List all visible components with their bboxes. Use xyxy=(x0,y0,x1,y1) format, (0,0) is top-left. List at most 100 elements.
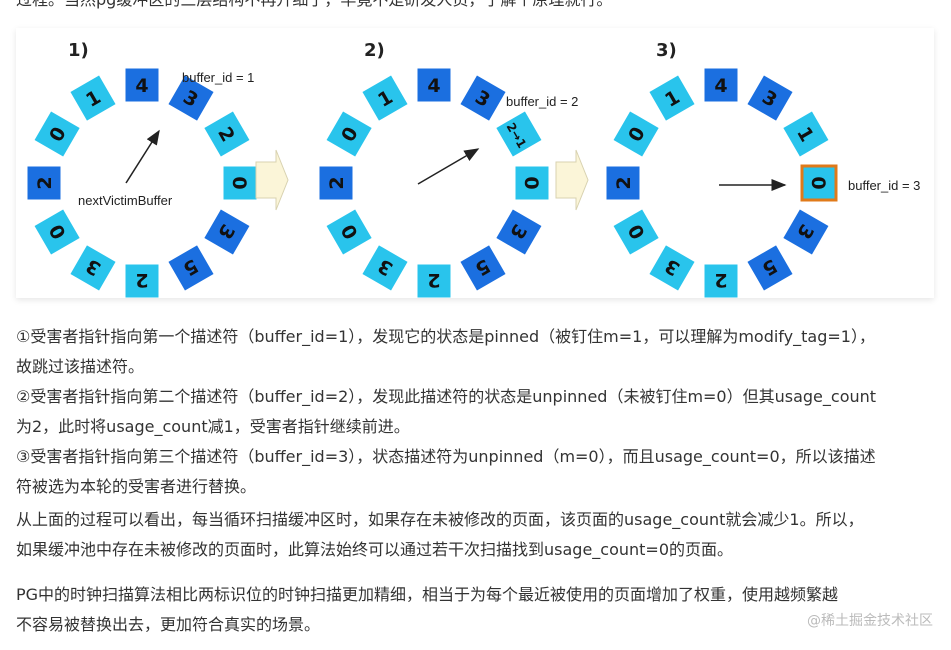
descriptor-box xyxy=(167,243,215,292)
descriptor-box xyxy=(69,243,117,292)
descriptor-box xyxy=(33,208,82,256)
usage-count-label: 4 xyxy=(714,75,727,97)
conclusion-line-2: 不容易被替换出去，更加符合真实的场景。 xyxy=(16,615,321,634)
step-1-line-2: 故跳过该描述符。 xyxy=(16,357,145,376)
intro-cut-text: 过程。当然pg缓冲区的三层结构不再升细了，毕竟不是研发人员，了解个原理就行。 xyxy=(16,0,946,9)
buffer-descriptor: 5 xyxy=(459,243,507,292)
buffer-descriptor: 0 xyxy=(800,164,838,202)
descriptor-box xyxy=(781,208,830,256)
usage-count-label: 0 xyxy=(807,176,829,189)
buffer-descriptor: 1 xyxy=(361,74,409,123)
buffer-label-2: buffer_id = 2 xyxy=(506,94,578,109)
victim-pointer-arrow-2 xyxy=(417,148,480,185)
summary-paragraph: 从上面的过程可以看出，每当循环扫描缓冲区时，如果存在未被修改的页面，该页面的us… xyxy=(16,505,934,565)
buffer-descriptor: 2 xyxy=(703,263,739,298)
descriptor-box xyxy=(703,67,739,103)
buffer-descriptor: 4 xyxy=(703,67,739,103)
summary-line-2: 如果缓冲池中存在未被修改的页面时，此算法始终可以通过若干次扫描找到usage_c… xyxy=(16,540,734,559)
descriptor-box xyxy=(703,263,739,298)
usage-count-label: 2 xyxy=(34,176,56,189)
next-victim-buffer-label: nextVictimBuffer xyxy=(78,193,173,208)
descriptor-box xyxy=(800,164,838,202)
usage-count-label: 2 xyxy=(427,269,440,291)
panel-label-1: 1) xyxy=(68,40,89,61)
buffer-descriptor: 3 xyxy=(459,74,507,123)
descriptor-box xyxy=(325,110,374,158)
explanation-steps: ①受害者指针指向第一个描述符（buffer_id=1），发现它的状态是pinne… xyxy=(16,322,934,502)
descriptor-box xyxy=(494,208,543,256)
buffer-descriptor: 0 xyxy=(33,110,82,158)
buffer-descriptor: 1 xyxy=(648,74,696,123)
descriptor-box xyxy=(459,243,507,292)
usage-count-label: 2 xyxy=(613,176,635,189)
usage-count-label: 2 xyxy=(135,269,148,291)
buffer-descriptor: 3 xyxy=(202,208,251,256)
descriptor-box xyxy=(494,110,543,158)
buffer-descriptor: 0 xyxy=(612,208,661,256)
buffer-descriptor: 2→1 xyxy=(494,110,543,158)
buffer-descriptor: 3 xyxy=(648,243,696,292)
buffer-descriptor: 0 xyxy=(222,165,258,201)
buffer-descriptor: 2 xyxy=(26,165,62,201)
usage-count-label: 0 xyxy=(228,176,250,189)
descriptor-box xyxy=(781,110,830,158)
site-watermark: @稀土掘金技术社区 xyxy=(807,613,933,629)
step-3-line-1: ③受害者指针指向第三个描述符（buffer_id=3），状态描述符为unpinn… xyxy=(16,447,876,466)
buffer-descriptor: 5 xyxy=(167,243,215,292)
step-2-line-1: ②受害者指针指向第二个描述符（buffer_id=2），发现此描述符的状态是un… xyxy=(16,387,877,406)
descriptor-box xyxy=(514,165,550,201)
buffer-descriptor: 1 xyxy=(69,74,117,123)
buffer-descriptor: 0 xyxy=(612,110,661,158)
summary-line-1: 从上面的过程可以看出，每当循环扫描缓冲区时，如果存在未被修改的页面，该页面的us… xyxy=(16,510,864,529)
descriptor-box xyxy=(605,165,641,201)
descriptor-box xyxy=(612,208,661,256)
descriptor-box xyxy=(325,208,374,256)
step-3-line-2: 符被选为本轮的受害者进行替换。 xyxy=(16,477,257,496)
buffer-descriptor: 2 xyxy=(124,263,160,298)
buffer-label-1: buffer_id = 1 xyxy=(182,70,254,85)
descriptor-box xyxy=(202,208,251,256)
buffer-descriptor: 3 xyxy=(167,74,215,123)
conclusion-paragraph: PG中的时钟扫描算法相比两标识位的时钟扫描更加精细，相当于为每个最近被使用的页面… xyxy=(16,580,934,640)
descriptor-box xyxy=(124,263,160,298)
step-1-line-1: ①受害者指针指向第一个描述符（buffer_id=1），发现它的状态是pinne… xyxy=(16,327,875,346)
usage-count-label: 0 xyxy=(520,176,542,189)
buffer-descriptor: 3 xyxy=(69,243,117,292)
buffer-descriptor: 0 xyxy=(325,208,374,256)
descriptor-box xyxy=(746,74,794,123)
descriptor-box xyxy=(33,110,82,158)
descriptor-box xyxy=(26,165,62,201)
descriptor-box xyxy=(746,243,794,292)
descriptor-box xyxy=(612,110,661,158)
descriptor-box xyxy=(648,74,696,123)
buffer-descriptor: 0 xyxy=(514,165,550,201)
buffer-descriptor: 4 xyxy=(416,67,452,103)
descriptor-box xyxy=(361,74,409,123)
descriptor-box xyxy=(124,67,160,103)
buffer-descriptor: 5 xyxy=(746,243,794,292)
buffer-descriptor: 3 xyxy=(361,243,409,292)
descriptor-box xyxy=(648,243,696,292)
victim-pointer-arrow-1 xyxy=(125,129,160,184)
buffer-descriptor: 2 xyxy=(605,165,641,201)
buffer-label-3: buffer_id = 3 xyxy=(848,178,920,193)
buffer-descriptor: 2 xyxy=(202,110,251,158)
conclusion-line-1: PG中的时钟扫描算法相比两标识位的时钟扫描更加精细，相当于为每个最近被使用的页面… xyxy=(16,585,839,604)
usage-count-label: 4 xyxy=(427,75,440,97)
buffer-descriptor: 4 xyxy=(124,67,160,103)
transition-arrow-2 xyxy=(555,149,589,211)
descriptor-box xyxy=(459,74,507,123)
usage-count-label: 2 xyxy=(714,269,727,291)
descriptor-box xyxy=(202,110,251,158)
buffer-descriptor: 3 xyxy=(494,208,543,256)
transition-arrow-1 xyxy=(255,149,289,211)
descriptor-box xyxy=(167,74,215,123)
descriptor-box xyxy=(416,67,452,103)
usage-count-label: 2 xyxy=(326,176,348,189)
descriptor-box xyxy=(361,243,409,292)
descriptor-box xyxy=(318,165,354,201)
buffer-descriptor: 3 xyxy=(746,74,794,123)
